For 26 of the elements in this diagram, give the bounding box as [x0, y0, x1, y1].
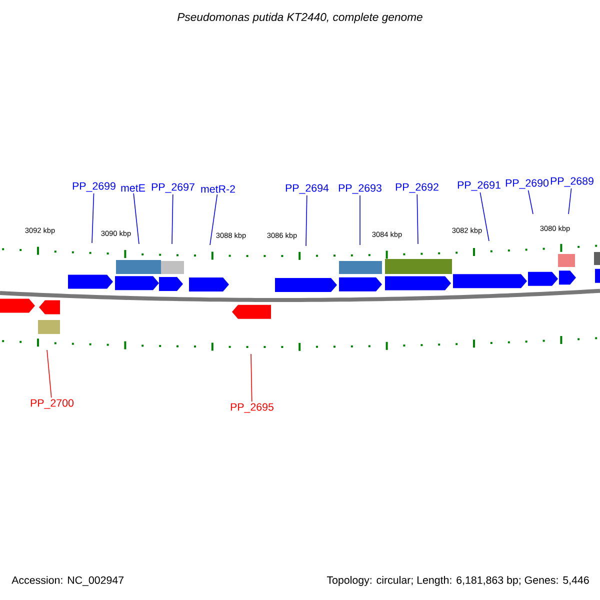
gene-label: metR-2: [201, 185, 235, 193]
leader-line: [480, 192, 490, 242]
title: Pseudomonas putida KT2440, complete genome: [178, 12, 422, 24]
leader-line: [133, 192, 140, 244]
gene-label: metE: [121, 184, 145, 192]
genome-info-text: Topology: circular; Length: 6,181,863 bp; Genes: 5,446: [325, 574, 591, 588]
leader-line: [172, 194, 174, 244]
leader-line: [528, 190, 534, 214]
gene-label: PP_2690: [506, 179, 549, 189]
gene-label: PP_2689: [550, 177, 594, 187]
gene-label: PP_2699: [72, 182, 116, 192]
leader-line: [210, 194, 218, 246]
gene-label: PP_2697: [152, 183, 194, 193]
leader-line: [306, 194, 308, 246]
gene-label: PP_2693: [338, 184, 382, 194]
gene-label: PP_2694: [286, 184, 329, 194]
gene-label: PP_2691: [458, 181, 500, 191]
gene-label: PP_2692: [396, 183, 438, 193]
leader-line: [250, 354, 252, 402]
leader-line: [568, 188, 572, 214]
leader-line: [46, 350, 52, 398]
gene-label: PP_2700: [30, 399, 74, 409]
gene-label: PP_2695: [230, 403, 274, 413]
leader-line: [416, 194, 418, 244]
accession-text: Accession: NC_002947: [10, 574, 126, 588]
leader-line: [92, 192, 94, 244]
